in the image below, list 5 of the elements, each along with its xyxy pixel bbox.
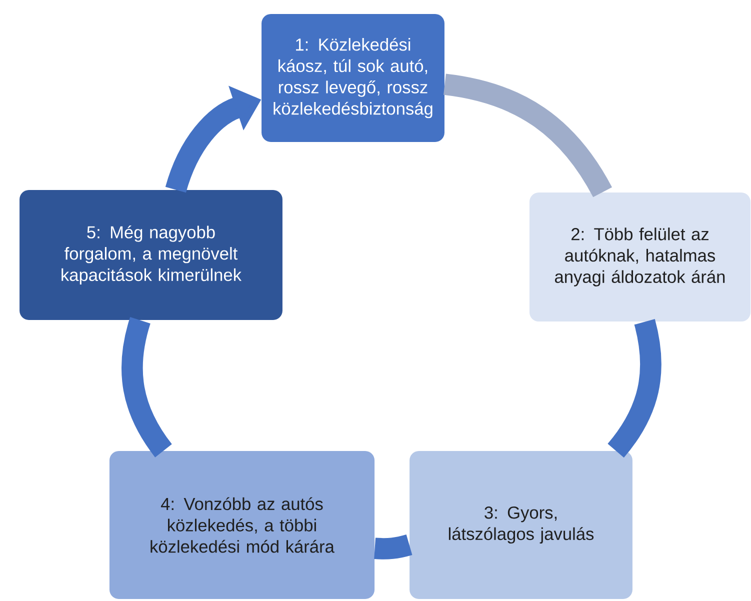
- process-box: 1: Közlekedési káosz, túl sok autó, rossz levegő, rossz közlekedésbiztonság: [262, 14, 444, 142]
- process-box: 3: Gyors, látszólagos javulás: [410, 451, 632, 599]
- process-box: 4: Vonzóbb az autós közlekedés, a többi közlekedési mód kárára: [109, 451, 375, 599]
- process-box: 2: Több felület az autóknak, hatalmas anyagi áldozatok árán: [529, 192, 751, 322]
- process-box: 5: Még nagyobb forgalom, a megnövelt kapacitások kimerülnek: [20, 190, 282, 320]
